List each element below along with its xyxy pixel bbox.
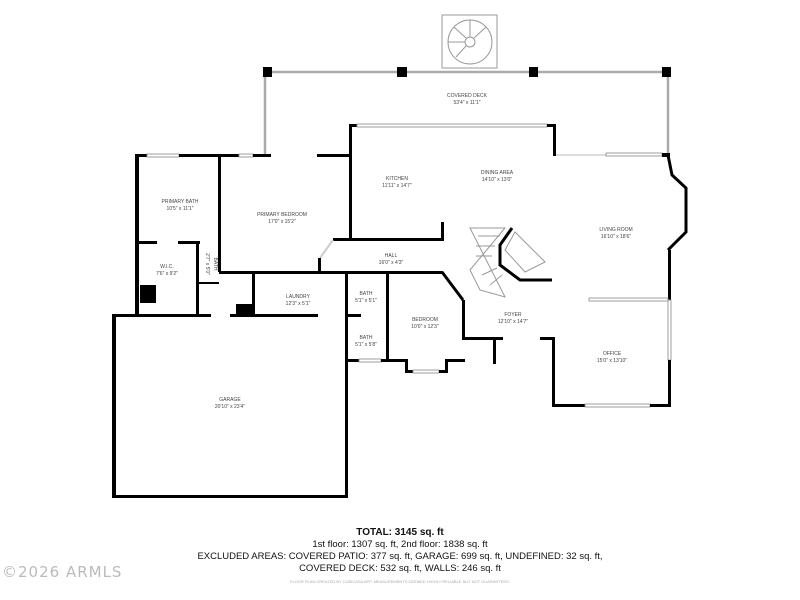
room-name: BATH [360, 335, 373, 341]
room-name: HALL [385, 253, 398, 259]
room-name: BATH [360, 291, 373, 297]
room-dims: 10'0" x 12'3" [411, 324, 439, 330]
room-dims: 14'10" x 13'0" [482, 177, 512, 183]
room-name: BEDROOM [412, 317, 438, 323]
disclaimer: FLOOR PLAN CREATED BY CUBICASA APP. MEAS… [290, 579, 510, 584]
room-dims: 20'10" x 23'4" [215, 404, 245, 410]
room-name: LIVING ROOM [599, 227, 632, 233]
room-name: OFFICE [603, 351, 622, 357]
room-name: LAUNDRY [286, 294, 310, 300]
room-dims: 2'7" x 5'0" [204, 253, 210, 275]
room-name: COVERED DECK [447, 93, 488, 99]
room-dims: 15'0" x 13'10" [597, 358, 627, 364]
room-dims: 12'10" x 14'7" [498, 319, 528, 325]
spiral-staircase [441, 14, 498, 69]
room-dims: 17'0" x 15'2" [268, 219, 296, 225]
room-dims: 10'5" x 11'1" [166, 206, 193, 212]
excluded-areas: EXCLUDED AREAS: COVERED PATIO: 377 sq. f… [197, 551, 603, 562]
room-name: KITCHEN [386, 176, 408, 182]
room-name: PRIMARY BATH [162, 199, 199, 205]
room-dims: 5'1" x 5'8" [355, 342, 377, 348]
room-name: PRIMARY BEDROOM [257, 212, 307, 218]
room-name: FOYER [504, 312, 522, 318]
room-name: W.I.C. [160, 264, 174, 270]
staircase [469, 227, 552, 298]
floor-areas: 1st floor: 1307 sq. ft, 2nd floor: 1838 … [312, 539, 488, 550]
room-dims: 53'4" x 11'1" [453, 100, 480, 106]
total-area: TOTAL: 3145 sq. ft [356, 527, 444, 538]
copyright-watermark: ©2026 ARMLS [2, 563, 123, 581]
room-name: BATH [212, 258, 218, 271]
room-labels: COVERED DECK 53'4" x 11'1" KITCHEN 11'11… [156, 93, 633, 410]
room-name: GARAGE [219, 397, 241, 403]
covered-deck-outline [263, 67, 671, 155]
room-dims: 7'6" x 9'2" [156, 271, 178, 277]
room-dims: 11'11" x 14'7" [382, 183, 412, 189]
room-name: DINING AREA [481, 170, 514, 176]
room-dims: 12'3" x 5'1" [286, 301, 311, 307]
excluded-areas-continued: COVERED DECK: 532 sq. ft, WALLS: 246 sq.… [299, 563, 501, 574]
walls [112, 123, 688, 498]
room-dims: 16'0" x 4'3" [379, 260, 404, 266]
room-dims: 5'1" x 5'1" [355, 298, 377, 304]
room-dims: 16'10" x 18'6" [601, 234, 631, 240]
